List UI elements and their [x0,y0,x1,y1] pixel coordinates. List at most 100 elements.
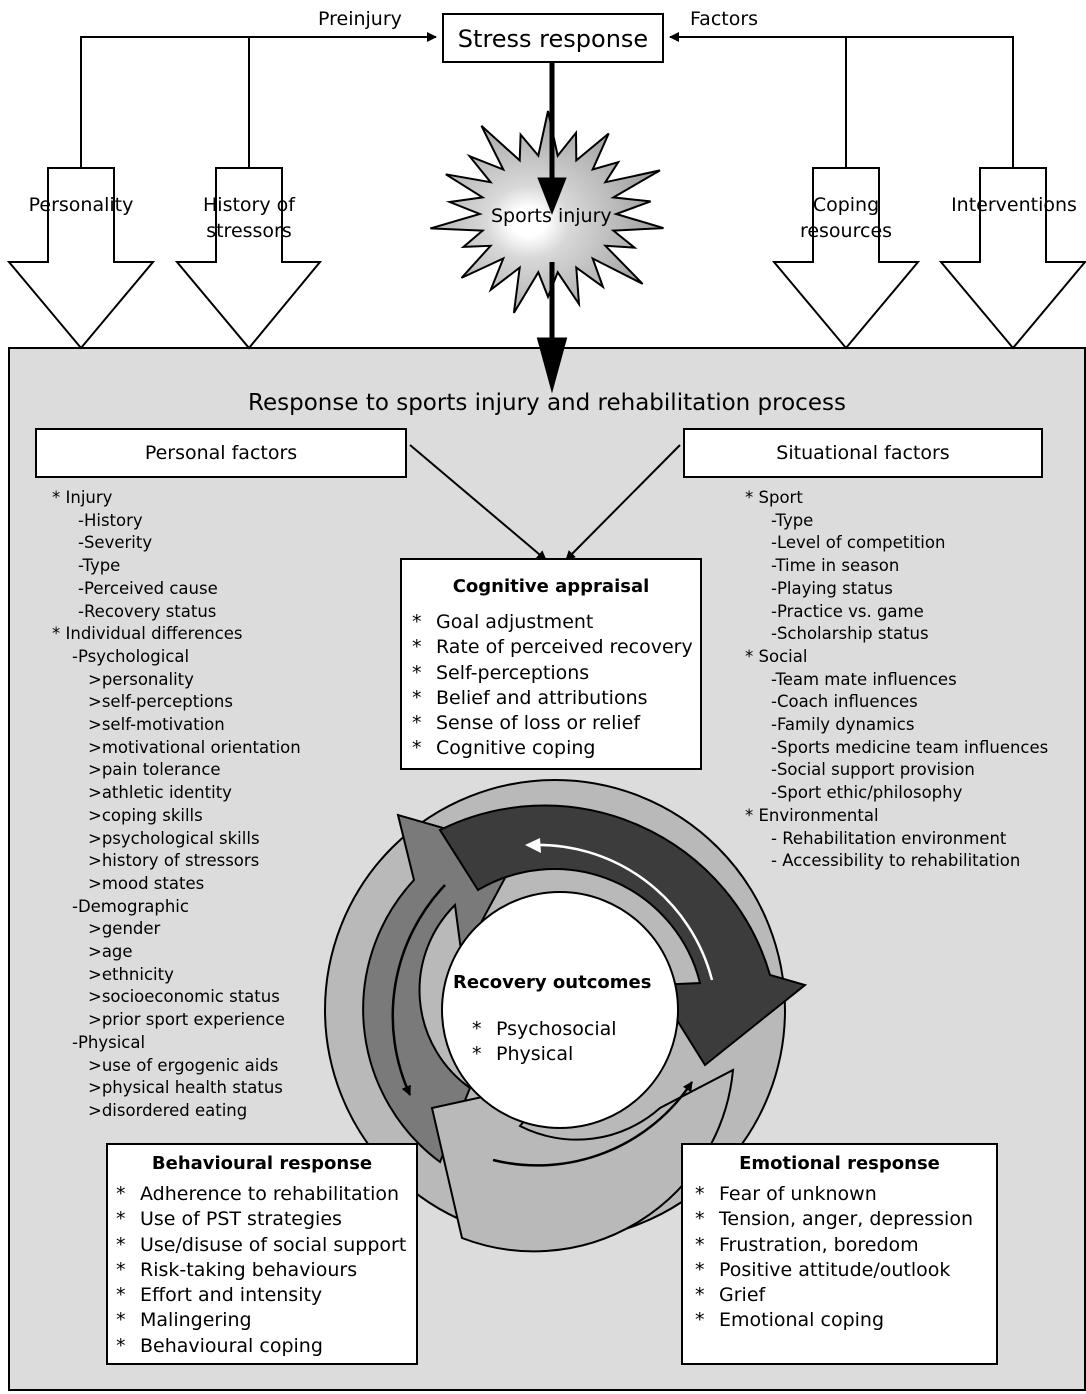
list-item: >pain tolerance [88,760,221,780]
list-item: Adherence to rehabilitation [116,1182,406,1207]
coping-label-line2: resources [799,220,893,242]
list-item: Cognitive coping [412,736,693,761]
list-item: -Level of competition [771,533,946,553]
list-item: -Severity [78,533,153,553]
list-item: Behavioural coping [116,1334,406,1359]
history-arrow-shape [174,167,323,350]
stress-response-box: Stress response [442,13,664,63]
list-item: -Coach influences [771,692,918,712]
list-item: >use of ergogenic aids [88,1055,279,1075]
list-item: -Family dynamics [771,715,915,735]
cognitive-appraisal-list: Goal adjustment Rate of perceived recove… [412,610,693,762]
list-item: -Scholarship status [771,624,929,644]
list-item: Self-perceptions [412,661,693,686]
list-item: >disordered eating [88,1100,248,1120]
history-label-line2: stressors [206,220,292,242]
list-item: >prior sport experience [88,1010,285,1030]
list-item: Belief and attributions [412,686,693,711]
situational-factors-list: * Sport -Type -Level of competition -Tim… [745,487,1048,873]
list-item: -Psychological [72,646,190,666]
list-item: >self-perceptions [88,692,233,712]
personality-label: Personality [28,194,134,216]
list-item: -History [78,510,143,530]
emotional-response-box: Emotional response Fear of unknown Tensi… [681,1143,998,1365]
recovery-cycle [324,779,808,1253]
list-item: Goal adjustment [412,610,693,635]
situational-factors-box: Situational factors [683,428,1043,478]
list-item: >coping skills [88,805,203,825]
personal-factors-box: Personal factors [35,428,407,478]
personal-factors-list: * Injury -History -Severity -Type -Perce… [52,487,301,1123]
interventions-arrow-shape [938,167,1086,350]
list-item: >ethnicity [88,964,174,984]
list-item: -Playing status [771,578,893,598]
list-item: >self-motivation [88,715,225,735]
block-arrows [6,167,1086,350]
recovery-outcomes-list: Psychosocial Physical [472,1017,617,1068]
emotional-response-list: Fear of unknown Tension, anger, depressi… [695,1182,973,1334]
list-item: * Individual differences [52,624,243,644]
list-item: -Social support provision [771,760,975,780]
emotional-response-title: Emotional response [739,1153,940,1174]
list-item: * Environmental [745,805,879,825]
list-item: Risk-taking behaviours [116,1258,406,1283]
personality-arrow-shape [6,167,156,350]
list-item: >mood states [88,873,205,893]
list-item: Sense of loss or relief [412,711,693,736]
list-item: Rate of perceived recovery [412,635,693,660]
list-item: -Time in season [771,556,900,576]
list-item: Use of PST strategies [116,1207,406,1232]
list-item: >socioeconomic status [88,987,280,1007]
list-item: - Accessibility to rehabilitation [771,851,1021,871]
list-item: Effort and intensity [116,1283,406,1308]
list-item: -Sports medicine team influences [771,737,1049,757]
list-item: >psychological skills [88,828,260,848]
personal-factors-header: Personal factors [144,442,298,464]
interventions-label: Interventions [951,194,1077,216]
coping-arrow-shape [771,167,921,350]
panel-title: Response to sports injury and rehabilita… [248,390,846,416]
list-item: >age [88,942,133,962]
cognitive-appraisal-box: Cognitive appraisal Goal adjustment Rate… [400,558,702,770]
sports-injury-label: Sports injury [491,205,612,227]
behavioural-response-title: Behavioural response [151,1153,373,1174]
history-label-line1: History of [203,194,295,216]
list-item: >gender [88,919,161,939]
preinjury-connector-lines [80,32,1014,168]
list-item: Use/disuse of social support [116,1233,406,1258]
list-item: >history of stressors [88,851,260,871]
list-item: -Physical [72,1032,146,1052]
sports-injury-burst [430,110,664,314]
list-item: -Type [78,556,121,576]
list-item: Malingering [116,1308,406,1333]
factors-label: Factors [690,8,759,30]
list-item: * Social [745,646,808,666]
list-item: >physical health status [88,1078,283,1098]
list-item: Emotional coping [695,1308,973,1333]
cognitive-appraisal-title: Cognitive appraisal [452,576,650,597]
situational-factors-header: Situational factors [776,442,950,464]
cognitive-cycle-segment [438,804,808,1067]
preinjury-label: Preinjury [318,8,402,30]
list-item: -Sport ethic/philosophy [771,783,963,803]
recovery-outcomes-title: Recovery outcomes [453,972,652,993]
list-item: -Demographic [72,896,189,916]
list-item: >athletic identity [88,783,232,803]
list-item: Psychosocial [472,1017,617,1042]
list-item: Frustration, boredom [695,1233,973,1258]
list-item: Grief [695,1283,973,1308]
coping-label-line1: Coping [812,194,880,216]
list-item: * Injury [52,488,113,507]
behavioural-response-list: Adherence to rehabilitation Use of PST s… [116,1182,406,1359]
list-item: >motivational orientation [88,737,301,757]
list-item: -Perceived cause [78,578,218,598]
list-item: Tension, anger, depression [695,1207,973,1232]
list-item: -Recovery status [78,601,217,621]
stress-response-label: Stress response [457,25,649,53]
list-item: Positive attitude/outlook [695,1258,973,1283]
list-item: -Team mate influences [771,669,957,689]
list-item: -Practice vs. game [771,601,924,621]
list-item: Fear of unknown [695,1182,973,1207]
behavioural-response-box: Behavioural response Adherence to rehabi… [106,1143,418,1365]
list-item: -Type [771,510,814,530]
